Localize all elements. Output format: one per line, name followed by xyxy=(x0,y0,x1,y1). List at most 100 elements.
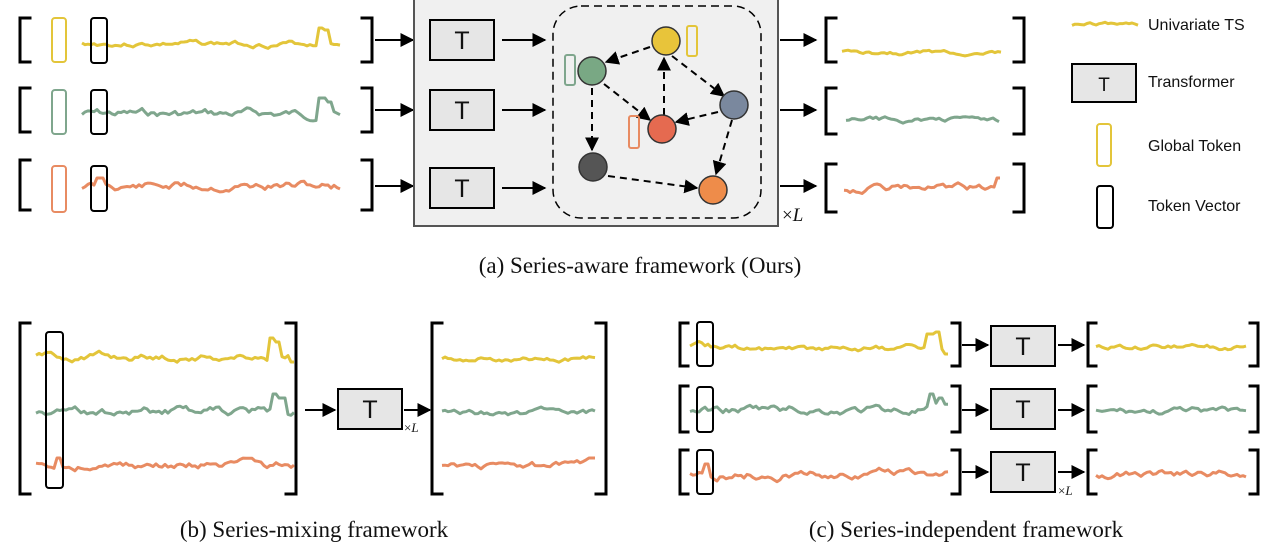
series-yellow-b xyxy=(35,336,294,364)
transformer-label: T xyxy=(1015,396,1030,424)
series-yellow-c-out xyxy=(1095,342,1247,352)
caption-b: (b) Series-mixing framework xyxy=(180,517,449,542)
left-bracket xyxy=(824,16,838,64)
token-vector xyxy=(45,331,64,489)
left-bracket xyxy=(18,16,32,64)
legend-global-token-icon xyxy=(1096,123,1112,167)
global-token-green xyxy=(564,54,576,86)
right-bracket xyxy=(1012,162,1026,214)
legend-label-univariate: Univariate TS xyxy=(1148,17,1245,34)
right-bracket xyxy=(1248,321,1260,368)
series-red-b-out xyxy=(441,456,595,471)
series-red-out xyxy=(843,176,1000,195)
left-bracket xyxy=(824,162,838,214)
left-bracket xyxy=(678,321,690,368)
global-token-yellow xyxy=(686,25,698,57)
series-red-c xyxy=(689,462,949,484)
token-vector xyxy=(90,89,108,135)
graph-region xyxy=(552,5,762,219)
graph-node-red xyxy=(647,114,677,144)
repeat-label: ×L xyxy=(1058,483,1073,498)
series-yellow-b-out xyxy=(441,355,596,364)
left-bracket xyxy=(18,158,32,212)
left-bracket xyxy=(18,86,32,134)
series-yellow-a xyxy=(81,26,341,50)
graph-node-green xyxy=(577,56,607,86)
transformer-label: T xyxy=(1015,333,1030,361)
series-green-c-out xyxy=(1095,405,1247,416)
panel-series-aware: T T T xyxy=(18,0,1026,227)
right-bracket xyxy=(360,16,374,64)
left-bracket xyxy=(1086,321,1098,368)
series-green-b-out xyxy=(441,405,596,417)
series-yellow-out xyxy=(841,48,1002,58)
token-vector xyxy=(696,321,714,367)
transformer-box: T xyxy=(990,325,1056,367)
left-bracket xyxy=(1086,448,1098,496)
right-bracket xyxy=(1248,384,1260,434)
legend-univariate-icon xyxy=(1071,20,1139,27)
right-bracket xyxy=(360,86,374,134)
series-green-a xyxy=(81,96,341,123)
token-vector xyxy=(696,386,714,433)
legend-label-global-token: Global Token xyxy=(1148,138,1241,155)
legend-label-token-vector: Token Vector xyxy=(1148,198,1241,215)
transformer-box: T xyxy=(429,89,495,131)
transformer-label: T xyxy=(1015,459,1030,487)
right-bracket xyxy=(1248,448,1260,496)
caption-c: (c) Series-independent framework xyxy=(809,517,1124,542)
transformer-label: T xyxy=(1098,75,1110,96)
series-green-out xyxy=(845,115,1000,125)
global-token-red xyxy=(628,115,640,149)
repeat-label: ×L xyxy=(404,420,419,435)
right-bracket xyxy=(284,321,298,496)
transformer-label: T xyxy=(454,27,469,55)
transformer-box: T xyxy=(990,388,1056,430)
right-bracket xyxy=(594,321,608,496)
legend-label-transformer: Transformer xyxy=(1148,74,1235,91)
legend-token-vector-icon xyxy=(1096,185,1114,229)
transformer-label: T xyxy=(362,396,377,424)
token-vector xyxy=(90,165,108,212)
transformer-label: T xyxy=(454,175,469,203)
legend-transformer-icon: T xyxy=(1071,63,1137,103)
caption-a: (a) Series-aware framework (Ours) xyxy=(479,253,801,278)
left-bracket xyxy=(824,86,838,136)
panel-series-independent: T T T ×L xyxy=(678,321,1260,498)
left-bracket xyxy=(1086,384,1098,434)
token-vector xyxy=(90,17,108,64)
left-bracket xyxy=(678,384,690,434)
global-token-green xyxy=(51,89,67,135)
left-bracket xyxy=(18,321,32,496)
series-green-b xyxy=(35,392,296,417)
right-bracket xyxy=(360,158,374,212)
graph-node-yellow xyxy=(651,26,681,56)
right-bracket xyxy=(1012,16,1026,64)
graph-node-dark xyxy=(578,152,608,182)
right-bracket xyxy=(950,321,962,368)
left-bracket xyxy=(430,321,444,496)
series-yellow-c xyxy=(689,330,948,356)
series-green-c xyxy=(689,392,948,416)
graph-node-orange xyxy=(698,175,728,205)
global-token-yellow xyxy=(51,17,67,63)
panel-series-mixing: T ×L xyxy=(18,321,608,496)
right-bracket xyxy=(1012,86,1026,136)
transformer-box: T xyxy=(337,388,403,430)
input-series-block xyxy=(18,16,374,213)
transformer-label: T xyxy=(454,97,469,125)
transformer-box: T xyxy=(429,19,495,61)
series-red-b xyxy=(35,456,295,473)
transformer-box: T xyxy=(990,451,1056,493)
legend: Univariate TS T Transformer Global Token… xyxy=(1071,17,1245,229)
output-series-block xyxy=(824,16,1026,214)
left-bracket xyxy=(678,448,690,496)
graph-edges xyxy=(585,46,733,194)
global-token-red xyxy=(51,165,67,213)
right-bracket xyxy=(950,448,962,496)
transformer-box: T xyxy=(429,167,495,209)
series-red-c-out xyxy=(1095,469,1247,481)
graph-node-slate xyxy=(719,90,749,120)
repeat-label: ×L xyxy=(782,205,803,226)
